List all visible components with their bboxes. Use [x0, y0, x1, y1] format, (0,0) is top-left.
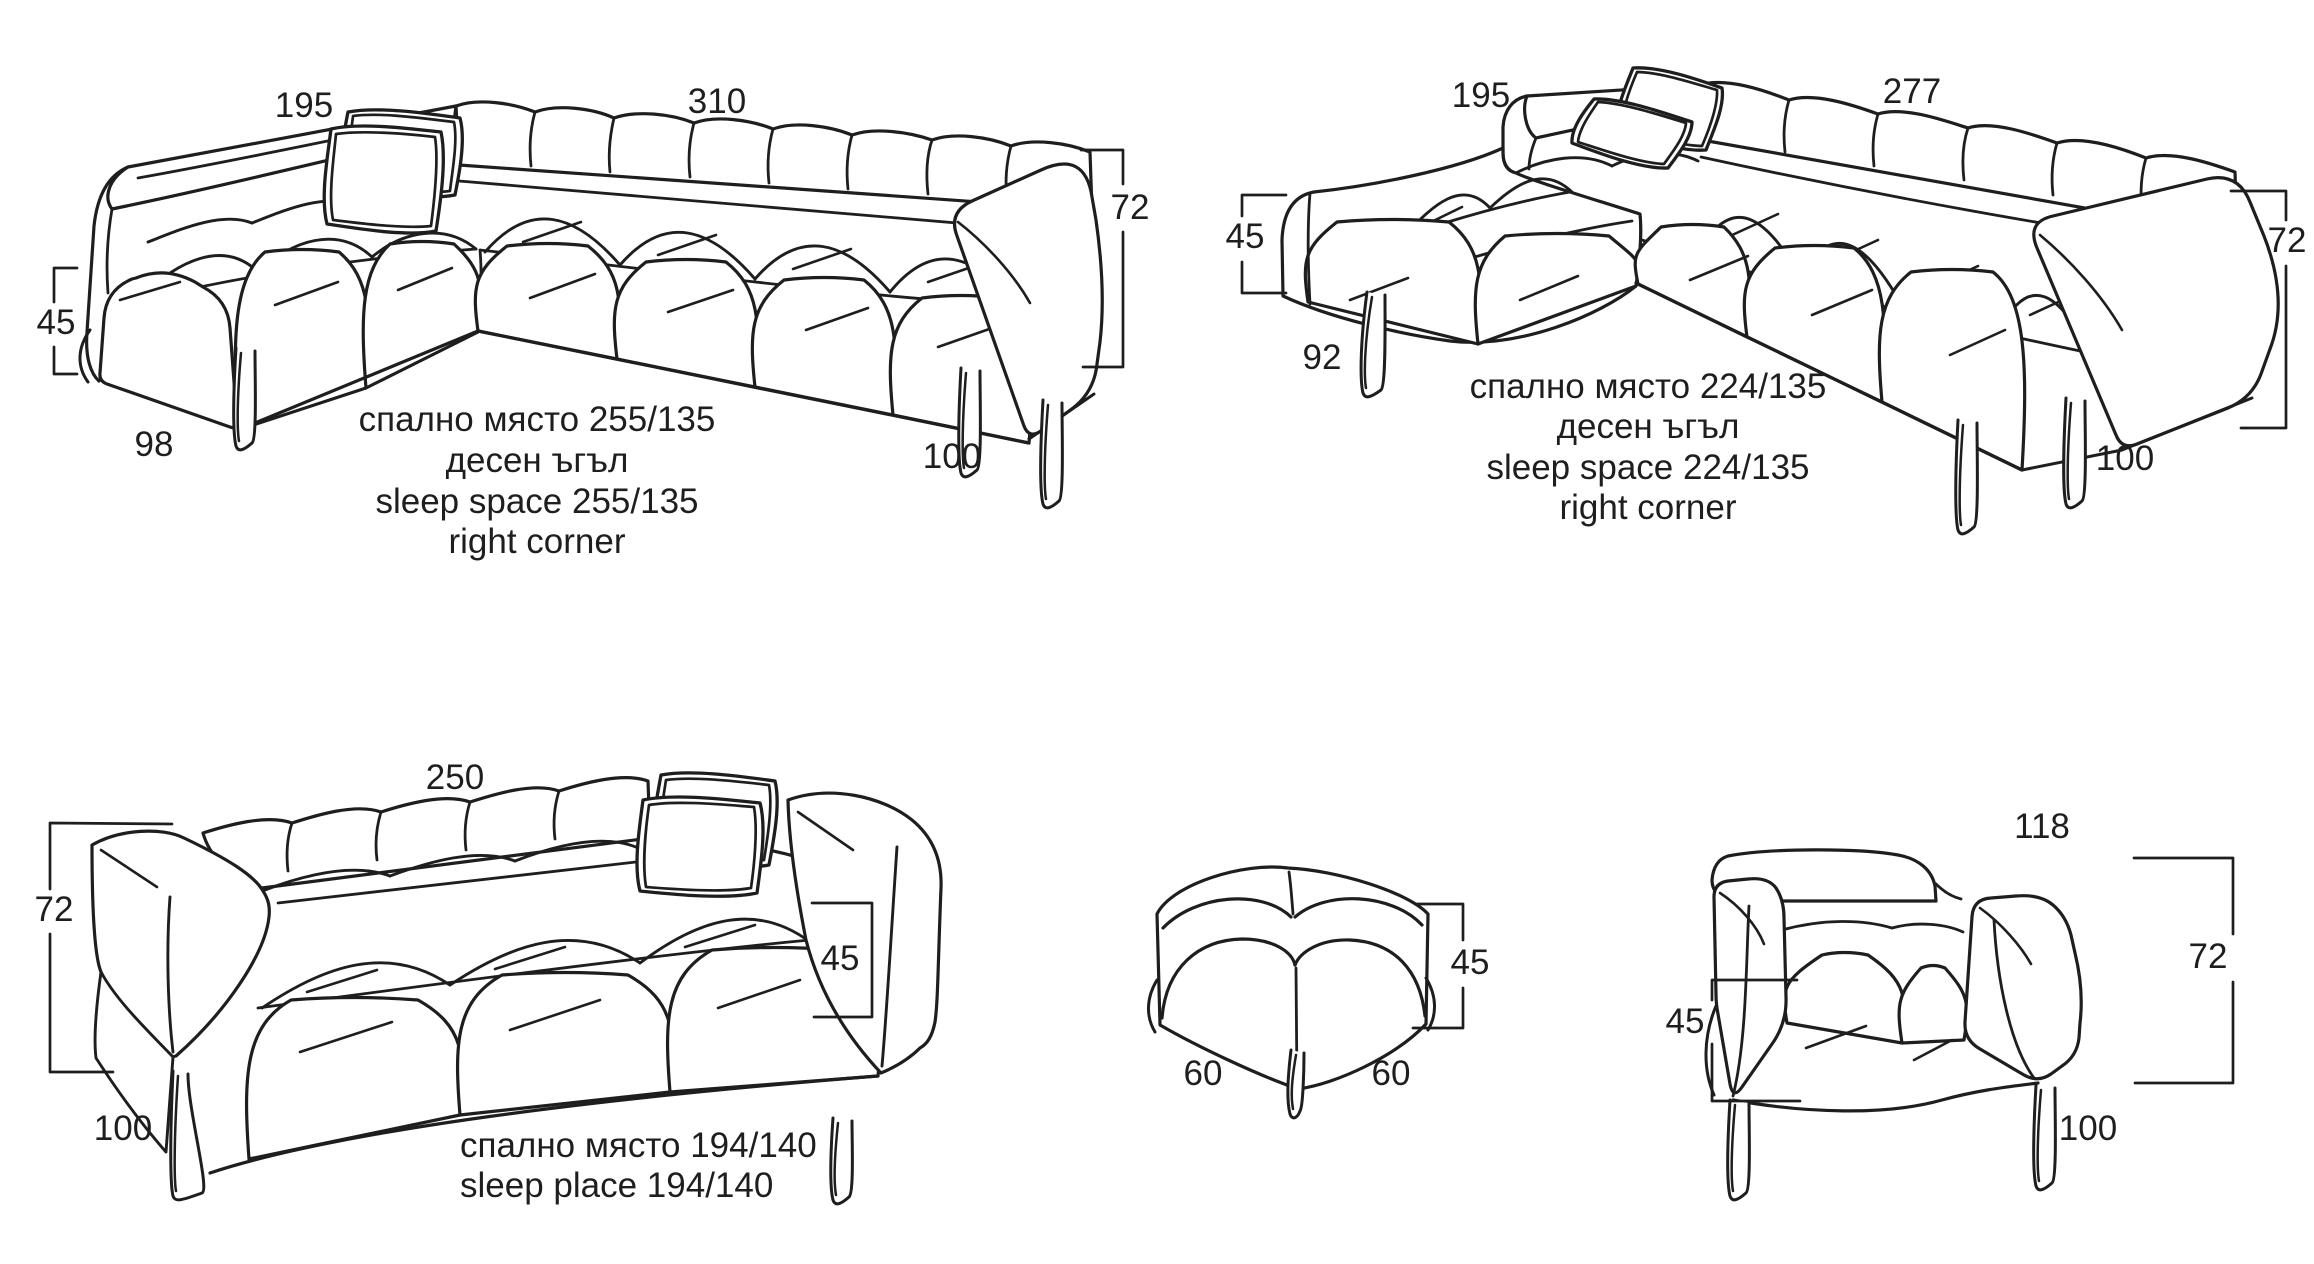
svg-text:sleep place 194/140: sleep place 194/140	[460, 1166, 773, 1205]
svg-text:100: 100	[2096, 439, 2154, 478]
svg-text:72: 72	[2268, 221, 2307, 260]
svg-text:спално място 194/140: спално място 194/140	[460, 1126, 817, 1165]
svg-text:310: 310	[688, 82, 746, 121]
svg-text:sleep space 224/135: sleep space 224/135	[1486, 448, 1809, 487]
svg-text:98: 98	[135, 425, 174, 464]
svg-text:100: 100	[923, 437, 981, 476]
svg-text:118: 118	[2014, 807, 2070, 846]
svg-text:195: 195	[275, 86, 333, 125]
svg-text:45: 45	[1666, 1002, 1705, 1041]
svg-text:десен ъгъл: десен ъгъл	[1557, 407, 1740, 446]
svg-text:45: 45	[37, 303, 76, 342]
svg-text:100: 100	[2059, 1109, 2117, 1148]
svg-text:десен ъгъл: десен ъгъл	[446, 441, 629, 480]
svg-text:100: 100	[94, 1109, 152, 1148]
svg-text:спално място 224/135: спално място 224/135	[1470, 367, 1827, 406]
svg-text:250: 250	[426, 758, 484, 797]
svg-text:45: 45	[821, 939, 860, 978]
svg-text:72: 72	[2189, 937, 2228, 976]
svg-text:right corner: right corner	[448, 522, 625, 561]
svg-text:45: 45	[1451, 943, 1490, 982]
svg-text:277: 277	[1883, 72, 1941, 111]
svg-text:195: 195	[1452, 76, 1510, 115]
svg-text:72: 72	[1111, 188, 1150, 227]
svg-text:60: 60	[1184, 1054, 1223, 1093]
svg-text:right corner: right corner	[1559, 488, 1736, 527]
svg-text:60: 60	[1372, 1054, 1411, 1093]
svg-text:sleep space 255/135: sleep space 255/135	[375, 482, 698, 521]
svg-text:92: 92	[1303, 338, 1342, 377]
svg-text:спално място 255/135: спално място 255/135	[359, 400, 716, 439]
svg-text:45: 45	[1226, 217, 1265, 256]
svg-text:72: 72	[35, 890, 74, 929]
